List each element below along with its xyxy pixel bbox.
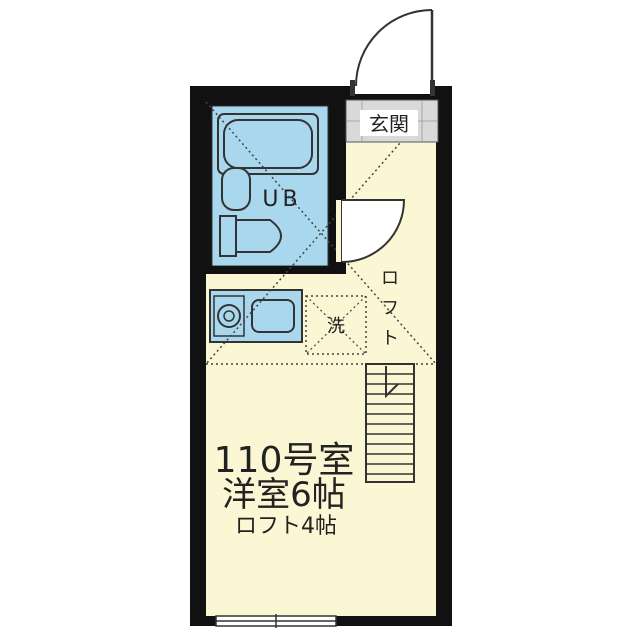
loft-diag-2 <box>205 101 437 365</box>
loft-size-label: ロフト4帖 <box>235 514 337 539</box>
entrance-label-bg <box>360 110 418 136</box>
stove-burner-center-icon <box>223 310 235 322</box>
room-number-label: 110号室 <box>214 440 355 481</box>
ladder-rungs <box>366 373 414 475</box>
bathtub-inner <box>223 119 313 169</box>
front-door-jamb-left <box>350 80 355 96</box>
loft-diag-1 <box>205 101 437 365</box>
front-door-jamb-right <box>430 80 435 96</box>
kitchen-sink <box>251 299 295 333</box>
loft-label-3: ト <box>381 328 399 349</box>
front-door-swing <box>355 9 433 87</box>
front-door-opening <box>352 80 434 94</box>
laundry-label: 洗 <box>327 316 345 337</box>
bath-sink <box>221 167 251 211</box>
entrance-label: 玄関 <box>369 112 409 136</box>
toilet-bowl <box>235 219 282 253</box>
loft-label-1: ロ <box>381 268 399 289</box>
laundry-diag-2 <box>305 295 367 355</box>
loft-label-2: フ <box>381 298 399 319</box>
laundry-space <box>305 295 367 355</box>
partition-wall <box>206 266 346 274</box>
stove-burner-icon <box>217 304 241 328</box>
ladder-arrow-icon <box>385 366 399 399</box>
toilet-tank <box>219 215 237 257</box>
bath-door-swing <box>341 199 406 263</box>
unit-bath-label: UB <box>262 187 301 212</box>
room-size-label: 洋室6帖 <box>222 475 346 515</box>
